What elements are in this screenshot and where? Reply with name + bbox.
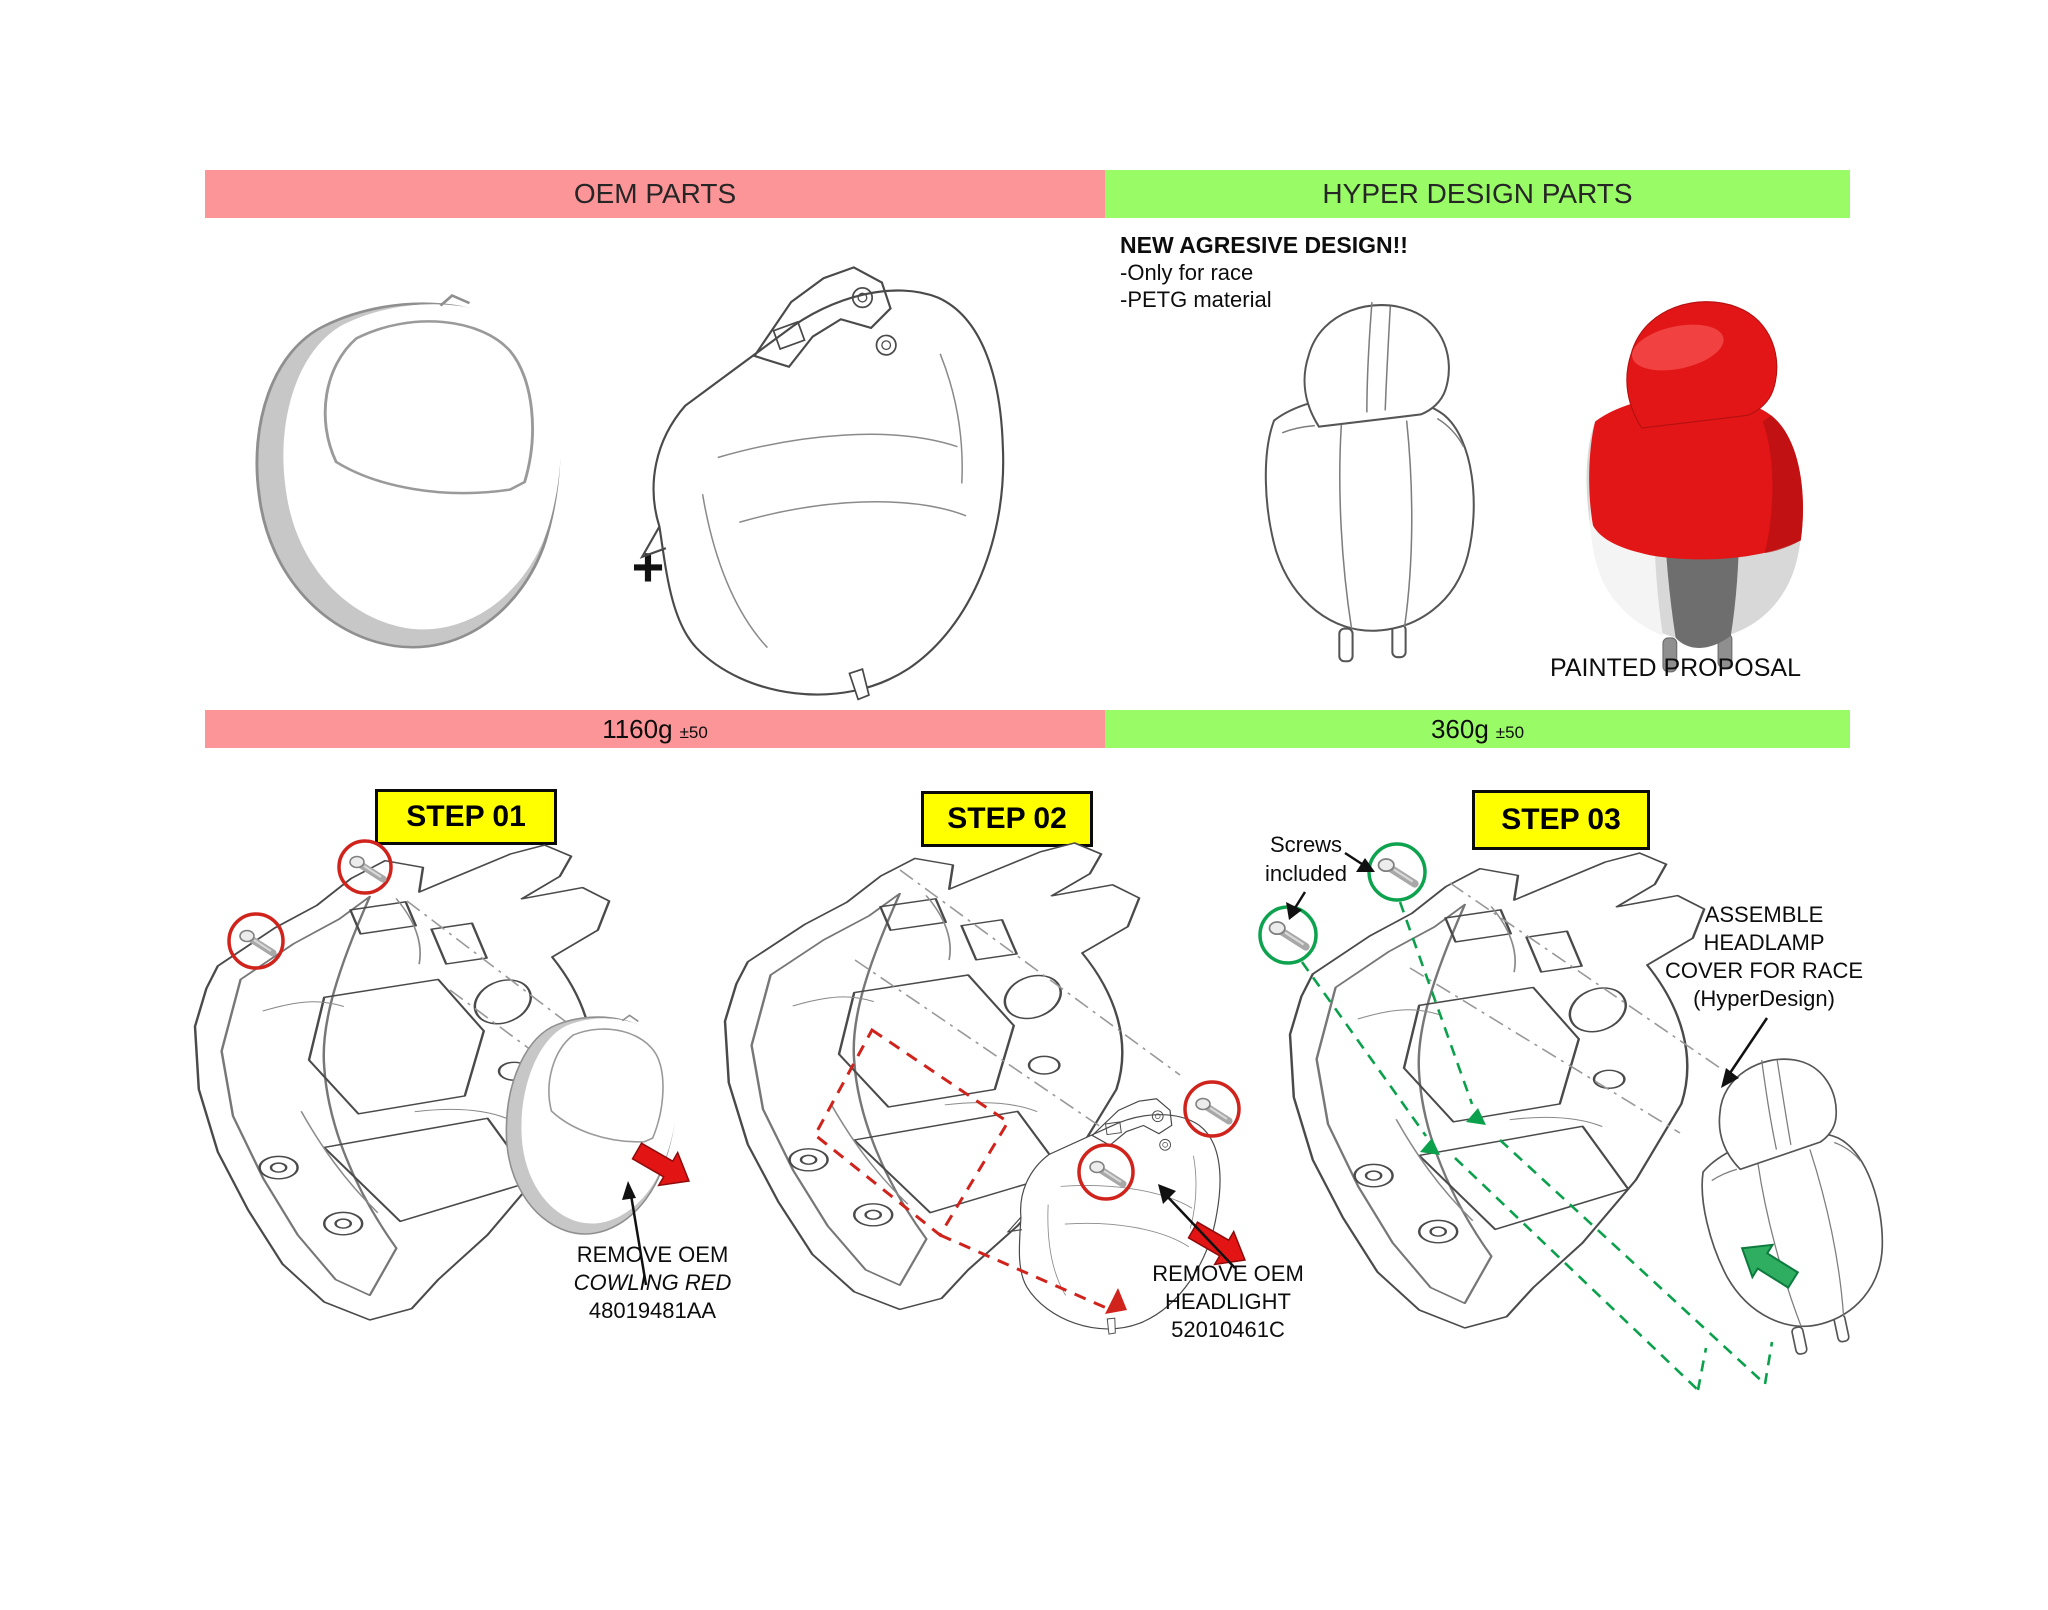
design-note-2: -PETG material bbox=[1120, 287, 1272, 312]
step2-note-line1: REMOVE OEM bbox=[1152, 1261, 1304, 1286]
step1-note-line3: 48019481AA bbox=[588, 1298, 717, 1323]
step3-screws-callout-arrows bbox=[1286, 851, 1375, 920]
step2-drawing bbox=[723, 841, 1256, 1352]
hyper-cover-painted-drawing bbox=[1586, 301, 1804, 673]
step3-screws-note: Screws included bbox=[1252, 830, 1360, 888]
step1-note: REMOVE OEM COWLING RED 48019481AA bbox=[535, 1241, 770, 1325]
step1-screw-circle-1 bbox=[227, 912, 285, 970]
step3-note-line4: (HyperDesign) bbox=[1693, 986, 1835, 1011]
step2-callout-arrow-icon bbox=[1158, 1184, 1236, 1269]
design-notes: NEW AGRESIVE DESIGN!! -Only for race -PE… bbox=[1120, 232, 1408, 313]
step3-bracket-drawing bbox=[1288, 851, 1706, 1330]
step3-callout-arrow-icon bbox=[1721, 1017, 1769, 1088]
step2-screw-circle-2 bbox=[1183, 1080, 1241, 1138]
step3-green-dashed-lines bbox=[1300, 901, 1774, 1391]
step1-note-line1: REMOVE OEM bbox=[576, 1242, 729, 1267]
step3-green-arrowhead-1 bbox=[1466, 1108, 1486, 1125]
oem-header-bar: OEM PARTS bbox=[205, 170, 1105, 218]
step2-projection-lines bbox=[854, 869, 1181, 1141]
oem-header-label: OEM PARTS bbox=[573, 178, 737, 209]
step2-red-dashed-arrowhead bbox=[1105, 1288, 1127, 1314]
step2-note-line2: HEADLIGHT bbox=[1165, 1289, 1291, 1314]
hyper-header-bar: HYPER DESIGN PARTS bbox=[1105, 170, 1850, 218]
step3-note-line3: COVER FOR RACE bbox=[1664, 958, 1864, 983]
step3-screws-line2: included bbox=[1265, 861, 1347, 886]
step3-note-line1: ASSEMBLE bbox=[1704, 902, 1824, 927]
hyper-weight-value: 360g bbox=[1430, 713, 1489, 744]
step1-screw-circle-2 bbox=[337, 839, 393, 895]
step2-note-line3: 52010461C bbox=[1171, 1317, 1285, 1342]
step1-note-line2: COWLING RED bbox=[573, 1270, 732, 1295]
painted-proposal-caption: PAINTED PROPOSAL bbox=[1550, 654, 1801, 682]
design-title: NEW AGRESIVE DESIGN!! bbox=[1120, 232, 1408, 258]
step1-callout-arrow-icon bbox=[622, 1181, 648, 1286]
oem-weight-bar: 1160g ±50 bbox=[205, 710, 1105, 748]
hyper-weight-bar: 360g ±50 bbox=[1105, 710, 1850, 748]
step3-screws-line1: Screws bbox=[1269, 832, 1343, 857]
oem-weight-value: 1160g bbox=[602, 713, 673, 744]
step1-drawing bbox=[193, 839, 700, 1322]
step3-note-line2: HEADLAMP bbox=[1703, 930, 1825, 955]
step3-drawing bbox=[1258, 842, 1901, 1391]
step-03-label: STEP 03 bbox=[1472, 790, 1650, 850]
step2-note: REMOVE OEM HEADLIGHT 52010461C bbox=[1110, 1260, 1346, 1344]
step-01-label: STEP 01 bbox=[375, 789, 557, 845]
step3-projection-lines bbox=[1409, 882, 1721, 1134]
hyper-weight-tolerance: ±50 bbox=[1495, 722, 1525, 742]
hyper-header-label: HYPER DESIGN PARTS bbox=[1322, 178, 1633, 209]
step2-screw-circle-1 bbox=[1077, 1143, 1135, 1201]
oem-cowling-drawing bbox=[255, 294, 563, 649]
step3-green-arrowhead-2 bbox=[1420, 1138, 1440, 1155]
oem-weight-tolerance: ±50 bbox=[679, 722, 708, 742]
step3-note: ASSEMBLE HEADLAMP COVER FOR RACE (HyperD… bbox=[1650, 901, 1878, 1013]
step-02-label: STEP 02 bbox=[921, 791, 1093, 847]
hyper-cover-line-drawing bbox=[1264, 301, 1475, 663]
step3-hyper-cover-part bbox=[1688, 1043, 1901, 1356]
oem-headlight-drawing bbox=[641, 266, 1005, 701]
design-note-1: -Only for race bbox=[1120, 260, 1254, 285]
